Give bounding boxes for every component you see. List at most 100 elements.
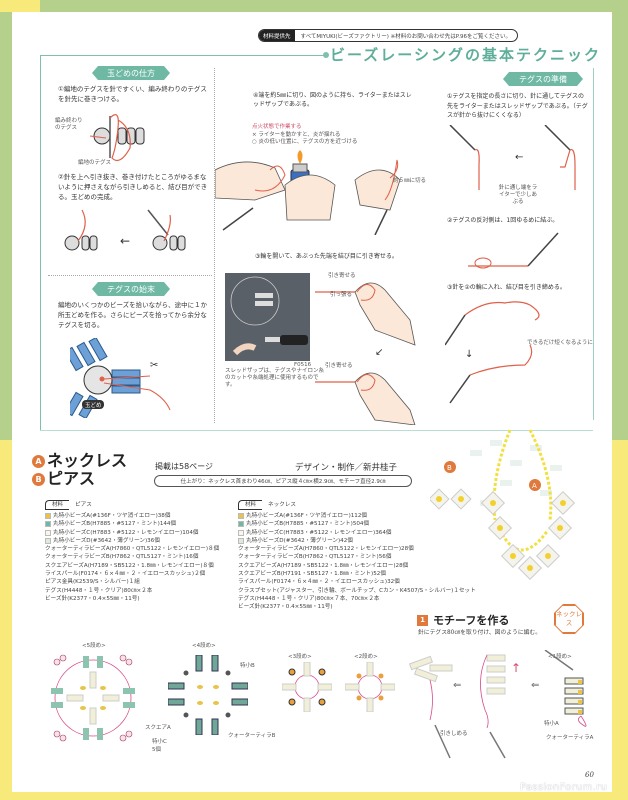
source-tag: 材料提供先 [259,30,295,41]
warning-title: 点火状態で作業する [252,124,302,130]
material-text: クォーターティラビーズB(H7862・QTL5127・ミント)16個 [45,554,199,561]
material-text: テグス(H4448・１号・クリア)80㎝×７本、70㎝×２本 [238,595,380,602]
corner-yellow [0,0,40,12]
necklace-title: ネックレス [47,451,128,470]
cut-label: 約５㎜に切る [393,178,427,184]
svg-text:A: A [532,482,537,490]
color-swatch [238,538,244,545]
tegusu-finish-text: 編地のいくつかのビーズを拾いながら、途中に１か所玉どめを作る。さらにビーズを拾っ… [58,301,208,329]
color-swatch [45,521,51,528]
material-text: ライスパール(F0174・６×４㎜・２・イエロースカッシュ)32個 [238,579,400,586]
zap-caption: スレッドザップは、テグスやナイロン糸のカットや糸端処理に使用するものです。 [225,368,325,388]
warning-o: ○ 炎の低い位置に、テグスの方を近づける [252,139,358,145]
label-hikishime: 引きしめる [440,731,468,737]
material-item: ピアス金具(K2539/S・シルバー)１組 [45,578,235,586]
label-toku-c: 特小C [152,739,167,745]
letter-a-badge: A [32,455,45,468]
middle-step3: ③輪を開いて、あぶった先端を結び目に引き寄せる。 [255,253,398,260]
material-text: 丸特小ビーズA(#136F・ツヤ消イエロー)112個 [246,513,368,519]
motif-heading: 1 モチーフを作る [417,612,509,628]
diagram-row5 [51,654,135,742]
material-item: クォーターティラビーズA(H7860・QTL5122・レモンイエロー)28個 [238,545,428,553]
material-item: 丸特小ビーズC(H7883・#5122・レモンイエロー)104個 [45,529,235,537]
page [12,12,612,792]
tamadome-step1: ①編地のテグスを針ですくい、編み終わりのテグスを針先に巻きつける。 [58,85,207,103]
product-code: F0516 [294,362,312,368]
lighter-illustration [215,150,401,235]
letter-b-badge: B [32,473,45,486]
label-square-a: スクエアA [145,725,171,731]
divider [214,68,215,423]
watermark: PassionForum.ru [520,782,608,793]
material-text: クォーターティラビーズB(H7862・QTL5127・ミント)56個 [238,554,392,561]
material-item: ビーズ針(K2377・0.4×55㎜・11号) [238,603,428,611]
material-text: ピアス金具(K2539/S・シルバー)１組 [45,579,140,586]
materials-piercing: 材料ピアス 丸特小ビーズA(#136F・ツヤ消イエロー)38個丸特小ビーズB(H… [45,500,235,603]
motif-title: モチーフを作る [433,614,510,627]
label-toku-a: 特小A [544,721,559,727]
material-text: スクエアビーズB(H7191・SB5127・1.8㎜・ミント)52個 [238,571,386,578]
badge-tegusu-finish: テグスの始末 [92,282,170,296]
page-number: 60 [585,771,594,779]
svg-text:B: B [447,464,452,472]
svg-text:玉どめ: 玉どめ [85,401,102,409]
motif-instructions: 針にテグス80㎝を取り付け、図のように編む。 [418,630,542,636]
material-item: ビーズ針(K2377・0.4×55㎜・11号) [45,595,235,603]
material-item: クォーターティラビーズB(H7862・QTL5127・ミント)16個 [45,553,235,561]
material-text: 丸特小ビーズA(#136F・ツヤ消イエロー)38個 [53,513,171,519]
color-swatch [238,529,244,536]
label-end-thread: 編み終わりのテグス [55,118,83,131]
color-swatch [45,529,51,536]
material-item: 丸特小ビーズB(H7885・#5127・ミント)144個 [45,520,235,528]
materials-box: 材料 [45,500,70,510]
material-text: 丸特小ビーズC(H7883・#5122・レモンイエロー)104個 [53,529,199,536]
material-text: 丸特小ビーズD(#3642・薄グリーン)42個 [246,537,353,544]
material-item: クォーターティラビーズB(H7862・QTL5127・ミント)56個 [238,553,428,561]
divider [48,275,212,276]
tamadome-illustration-1 [89,114,145,161]
material-text: スクエアビーズA(H7189・SB5122・1.8㎜・レモンイエロー)８個 [45,562,214,569]
finished-size: 仕上がり：ネックレス首まわり46㎝、ピアス縦４㎝×横2.9㎝、モチーフ直径2.9… [154,475,412,487]
diagram-row3 [282,662,332,712]
material-item: 丸特小ビーズB(H7885・#5127・ミント)504個 [238,520,428,528]
title-line [40,55,325,56]
diagram-row4 [168,655,248,735]
material-text: クラスプセット(アジャスター、引き輪、ボールチップ、Cカン・K4507/S・シル… [238,587,476,594]
material-text: ビーズ針(K2377・0.4×55㎜・11号) [45,595,140,602]
step-number: 1 [417,614,428,626]
knot-tighten-illustration: ↓ [445,301,540,404]
label-pull-near: 引き寄せる [328,273,356,279]
materials-necklace: 材料ネックレス 丸特小ビーズA(#136F・ツヤ消イエロー)112個丸特小ビーズ… [238,500,476,612]
svg-text:✂: ✂ [150,360,158,371]
svg-text:↑: ↑ [511,661,521,675]
svg-text:↙: ↙ [375,347,383,358]
label-quarter-a: クォーターティラA [546,735,594,741]
materials-title: ネックレス [268,501,296,508]
tamadome-illustration-2: ← [64,209,186,251]
material-text: 丸特小ビーズD(#3642・薄グリーン)36個 [53,537,160,544]
color-swatch [238,513,244,520]
needle-note: 針に通し端をライターで少しあぶる [498,185,538,205]
material-text: 丸特小ビーズC(H7883・#5122・レモンイエロー)364個 [246,529,392,536]
label-toku-c-count: 5個 [152,747,161,753]
material-item: 丸特小ビーズD(#3642・薄グリーン)42個 [238,537,428,545]
middle-step4: ④端を約5㎜に切り、図のように持ち、ライターまたはスレッドザップであぶる。 [253,92,412,108]
material-item: クォーターティラビーズA(H7860・QTL5122・レモンイエロー)８個 [45,545,235,553]
warning-x: × ライターを動かすと、炎が揺れる [252,132,341,138]
svg-text:←: ← [120,234,130,248]
frame-right [593,68,594,420]
needle-threading-illustration: ← [449,125,576,190]
jewelry-photo: A B [430,429,576,581]
published-page: 掲載は58ページ [155,462,214,471]
material-item: 丸特小ビーズD(#3642・薄グリーン)36個 [45,537,235,545]
material-text: ライスパール(F0174・６×４㎜・２・イエロースカッシュ)２個 [45,571,206,578]
svg-text:↓: ↓ [465,349,473,360]
label-row3: <3段め> [288,654,312,660]
necklace-tag: ネックレス [555,605,583,633]
material-item: スクエアビーズA(H7189・SB5122・1.8㎜・レモンイエロー)８個 [45,562,235,570]
pull-illustration: ↙ [315,282,416,425]
material-text: テグス(H4448・１号・クリア)80㎝×２本 [45,587,153,594]
label-row1: <1段め> [548,654,572,660]
material-item: テグス(H4448・１号・クリア)80㎝×７本、70㎝×２本 [238,595,428,603]
color-swatch [238,521,244,528]
